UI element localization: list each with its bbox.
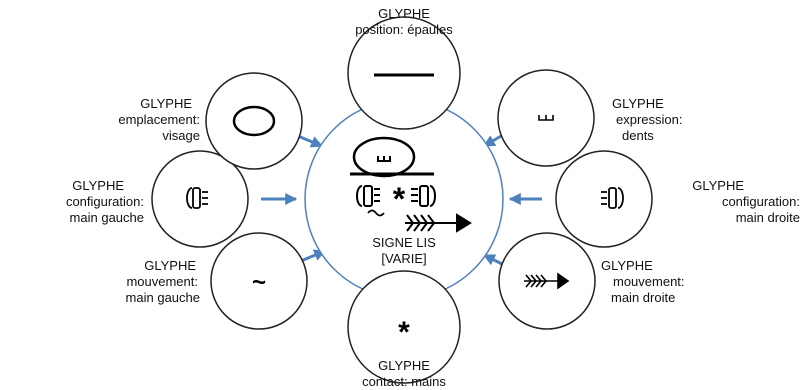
center-label-line2: [VARIE] <box>381 251 426 266</box>
composite-sign-glyph <box>350 136 472 233</box>
handshape-left-glyph <box>186 187 208 209</box>
center-contact-glyph: * <box>393 181 406 217</box>
node-bottom: * <box>347 270 461 384</box>
label-top-right: GLYPHE expression: dents <box>612 96 683 143</box>
label-bottom-right: GLYPHE mouvement: main droite <box>601 258 685 305</box>
handshape-right-glyph <box>601 187 624 209</box>
label-top: GLYPHE position: épaules <box>355 6 453 37</box>
label-bottom-left: GLYPHE mouvement: main gauche <box>125 258 200 305</box>
node-top-right <box>497 69 595 167</box>
movement-left-glyph: ~ <box>252 269 266 296</box>
center-label-line1: SIGNE LIS <box>372 235 436 250</box>
label-top-left: GLYPHE emplacement: visage <box>118 96 200 143</box>
node-bottom-right <box>498 232 596 330</box>
node-top-left <box>205 72 303 170</box>
label-right: GLYPHE configuration: main droite <box>692 178 800 225</box>
node-right <box>555 150 653 248</box>
contact-glyph: * <box>398 316 410 349</box>
movement-right-glyph <box>524 272 570 290</box>
teeth-glyph <box>538 115 554 121</box>
node-bottom-left: ~ <box>210 232 308 330</box>
node-left <box>151 150 249 248</box>
node-top <box>347 16 461 130</box>
face-glyph <box>232 105 276 137</box>
label-bottom: GLYPHE contact: mains <box>362 358 446 389</box>
label-left: GLYPHE configuration: main gauche <box>65 178 144 225</box>
